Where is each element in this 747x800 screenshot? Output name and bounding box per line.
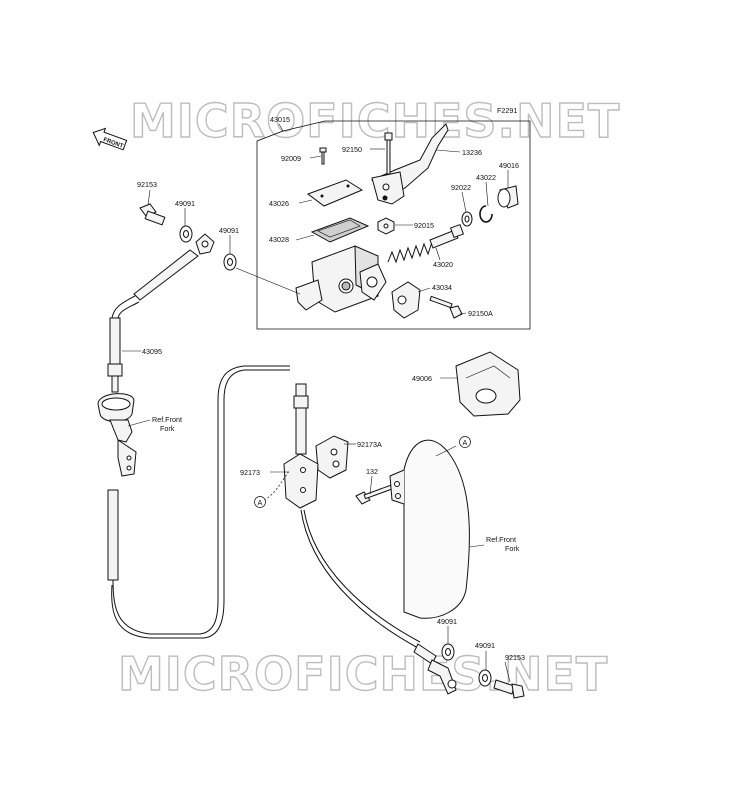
label-92150: 92150 [342, 145, 362, 154]
marker-a-right: A [459, 436, 471, 448]
label-49091-bottom-2: 49091 [475, 641, 495, 650]
label-ref-front-fork-left-2: Fork [160, 424, 175, 433]
screw-92009 [319, 147, 327, 165]
front-arrow-icon: FRONT [92, 127, 128, 151]
banjo-bolt-top [139, 203, 166, 226]
piston-spring [387, 223, 465, 264]
bracket-92173A [315, 435, 349, 479]
label-49006: 49006 [412, 374, 432, 383]
washer-49091-bottom-2 [478, 669, 492, 687]
label-92153-bottom: 92153 [505, 653, 525, 662]
label-43034: 43034 [432, 283, 452, 292]
washer-92022 [461, 211, 473, 227]
clip-43022 [479, 205, 493, 223]
leader-lines [122, 123, 511, 683]
clamp-43034 [391, 281, 421, 319]
label-49091-bottom-1: 49091 [437, 617, 457, 626]
boot-49016 [497, 185, 519, 209]
label-92173: 92173 [240, 468, 260, 477]
brake-lever [371, 123, 449, 205]
label-43015: 43015 [270, 115, 290, 124]
label-92173A: 92173A [357, 440, 382, 449]
label-49016: 49016 [499, 161, 519, 170]
guard-49006 [455, 351, 521, 417]
label-ref-front-fork-right-1: Ref.Front [486, 535, 516, 544]
washer-49091-top-mid [223, 253, 237, 271]
master-cylinder-frame [256, 120, 531, 330]
label-49091-top-left: 49091 [175, 199, 195, 208]
bracket-92173 [283, 453, 319, 509]
label-13236: 13236 [462, 148, 482, 157]
front-fork-leg [389, 439, 470, 619]
label-92153-top: 92153 [137, 180, 157, 189]
label-43026: 43026 [269, 199, 289, 208]
label-43095: 43095 [142, 347, 162, 356]
brake-hose [97, 233, 457, 695]
bolt-92150A [429, 295, 463, 319]
label-ref-front-fork-right-2: Fork [505, 544, 520, 553]
banjo-bolt-bottom [493, 679, 525, 699]
marker-a-left: A [254, 496, 266, 508]
label-92009: 92009 [281, 154, 301, 163]
callout-labels: 43015 92009 92150 13236 49016 43022 9202… [137, 115, 525, 662]
leader-a-left [263, 469, 291, 501]
label-49091-top-mid: 49091 [219, 226, 239, 235]
label-92150A: 92150A [468, 309, 493, 318]
label-43028: 43028 [269, 235, 289, 244]
svg-text:A: A [463, 438, 468, 447]
washer-49091-bottom-1 [441, 643, 455, 661]
label-43022: 43022 [476, 173, 496, 182]
label-92015: 92015 [414, 221, 434, 230]
diagram-code: F2291 [497, 106, 517, 115]
master-cylinder-body [295, 245, 387, 313]
svg-text:A: A [258, 498, 263, 507]
nut-92015 [377, 217, 395, 235]
diaphragm [310, 217, 370, 243]
label-43020: 43020 [433, 260, 453, 269]
reservoir-cap [306, 179, 364, 207]
label-92022: 92022 [451, 183, 471, 192]
bolt-132 [355, 484, 393, 505]
washer-49091-top-left [179, 225, 193, 243]
label-132: 132 [366, 467, 378, 476]
watermark-bottom: MICROFICHES.NET [118, 647, 608, 701]
label-ref-front-fork-left-1: Ref.Front [152, 415, 182, 424]
bolt-92150 [384, 132, 393, 175]
